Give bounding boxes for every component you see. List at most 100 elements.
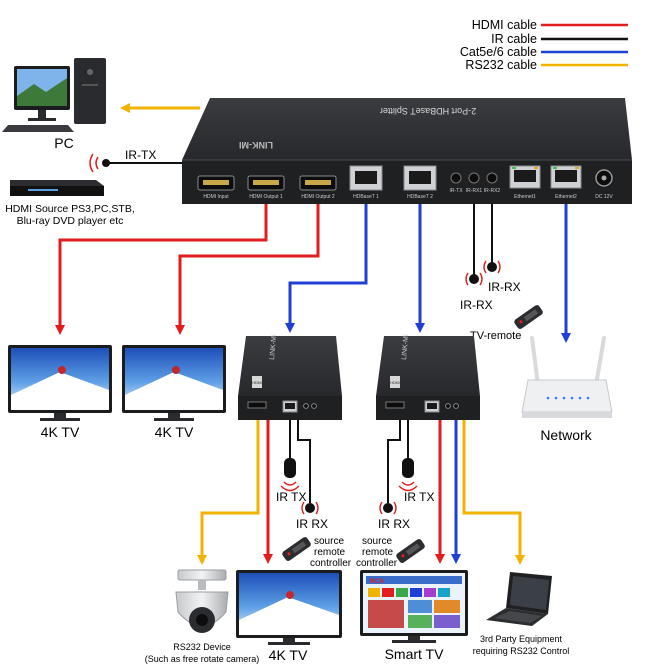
receiver1-badge: HDMI [252,381,261,385]
hdmi-out2-cable [175,204,320,335]
hdmi-badge [390,376,400,388]
remote-icon [396,539,425,563]
irrx-label-1: IR RX [296,517,328,531]
tv-remote-icon [514,305,543,329]
remote1-label-3: controller [310,558,352,569]
pc-keyboard [2,125,74,132]
legend-cat-label: Cat5e/6 cable [460,45,537,59]
remote2-label-3: controller [356,558,398,569]
rs232-camera: RS232 Device (Such as free rotate camera… [145,569,260,664]
irrx-label-b: IR-RX [460,298,493,312]
rx1-irrx-cable [297,420,311,503]
receiver2-brand: LINK-MI [401,334,410,360]
ir-emitter-icon [402,458,414,478]
legend: HDMI cable IR cable Cat5e/6 cable RS232 … [460,18,628,72]
smart-tv: RCA Smart TV [360,570,468,662]
ir-emitter-icon [284,458,296,478]
remote1-label-1: source [314,536,344,547]
source-label-2: Blu-ray DVD player etc [17,215,124,227]
legend-rs232-label: RS232 cable [465,58,537,72]
ir-receiver-icon [383,503,393,513]
ir-emitter-icon [102,159,110,167]
pc-device: PC [2,58,106,151]
dc-port: DC 12V [595,169,613,200]
hdmi-out1-cable [55,204,268,335]
splitter-top [182,98,632,160]
remote2-label-1: source [362,536,392,547]
hdbt2-port: HDBaseT 2 [403,165,437,200]
tv-remote-label: TV-remote [470,330,521,342]
tv-left: 4K TV [8,345,112,440]
hdmi-badge [252,376,262,388]
source-label-1: HDMI Source PS3,PC,STB, [5,203,135,215]
ethernet2-label: Ethernet2 [555,194,577,200]
tv-left-label: 4K TV [41,424,80,440]
router-antenna [530,336,540,387]
ir-group-2: IR TX IR RX source remote controller [356,458,434,569]
ir-receivers-top: IR-RX IR-RX TV-remote [460,260,543,342]
hdbt1-port: HDBaseT 1 [349,165,383,200]
ir-receiver-icon [305,503,315,513]
tv-mid: 4K TV [122,345,226,440]
irrx2-port-label: IR-RX2 [484,188,501,194]
remote-icon [282,537,311,561]
smart-tv-logo: RCA [370,578,384,585]
network-label: Network [540,427,592,443]
ethernet1-port: Ethernet1 [509,165,541,200]
rx2-rs232-cable [462,420,525,565]
rx1-rs232-cable [197,420,260,565]
hdmi-source: IR-TX HDMI Source PS3,PC,STB, Blu-ray DV… [5,148,156,227]
hdbt-receiver-1: LINK-MI HDMI [238,334,342,420]
ir-receiver-icon [487,262,497,272]
splitter-brand: LINK-MI [239,140,273,150]
hdbt2-label: HDBaseT 2 [407,194,433,200]
irtx-label-2: IR TX [404,490,434,504]
receiver1-brand: LINK-MI [269,334,278,360]
network-router: Network [521,336,613,443]
ethernet2-port: Ethernet2 [550,165,582,200]
irrx-label-2: IR RX [378,517,410,531]
dc-label: DC 12V [595,194,613,200]
legend-ir-label: IR cable [491,32,537,46]
rs232-label-2: (Such as free rotate camera) [145,654,260,664]
rx2-irrx-cable [387,420,401,503]
hdbaset-splitter: 2-Port HDBaseT Splitter LINK-MI HDMI Inp… [182,98,632,204]
irrx-label-a: IR-RX [488,280,521,294]
hdbt1-label: HDBaseT 1 [353,194,379,200]
hdbt-receiver-2: LINK-MI HDMI [376,334,480,420]
receiver2-badge: HDMI [390,381,399,385]
router-antenna [594,336,606,387]
tv-bottom: 4K TV [236,570,342,663]
hdmi-out2-label: HDMI Output 2 [301,194,335,200]
rs232-label-1: RS232 Device [173,642,231,652]
hdbt1-cable [285,198,368,333]
ir-group-1: IR TX IR RX source remote controller [276,458,352,569]
splitter-title: 2-Port HDBaseT Splitter [380,106,476,116]
pc-tower [74,58,106,124]
laptop: 3rd Party Equipment requiring RS232 Cont… [473,572,570,656]
legend-hdmi-label: HDMI cable [472,18,537,32]
tv-bottom-label: 4K TV [269,647,308,663]
hdmi-out1-port: HDMI Output 1 [247,175,285,200]
hdmi-input-label: HDMI Input [203,194,229,200]
pc-label: PC [54,135,73,151]
third-party-label-1: 3rd Party Equipment [480,634,563,644]
router-body [521,379,613,413]
ir-jacks: IR-TX IR-RX1 IR-RX2 [449,172,501,194]
tv-mid-label: 4K TV [155,424,194,440]
irtx-port-label: IR-TX [449,188,463,194]
ir-signal-icon [89,153,99,173]
remote1-label-2: remote [314,547,346,558]
irrx1-port-label: IR-RX1 [466,188,483,194]
ethernet1-label: Ethernet1 [514,194,536,200]
ir-receiver-icon [469,274,479,284]
irtx-label-1: IR TX [276,490,306,504]
irtx-top-label: IR-TX [125,148,156,162]
remote2-label-2: remote [362,547,394,558]
hdmi-input-port: HDMI Input [197,175,235,200]
smart-tv-label: Smart TV [385,646,445,662]
third-party-label-2: requiring RS232 Control [473,646,570,656]
hdmi-out1-label: HDMI Output 1 [249,194,283,200]
